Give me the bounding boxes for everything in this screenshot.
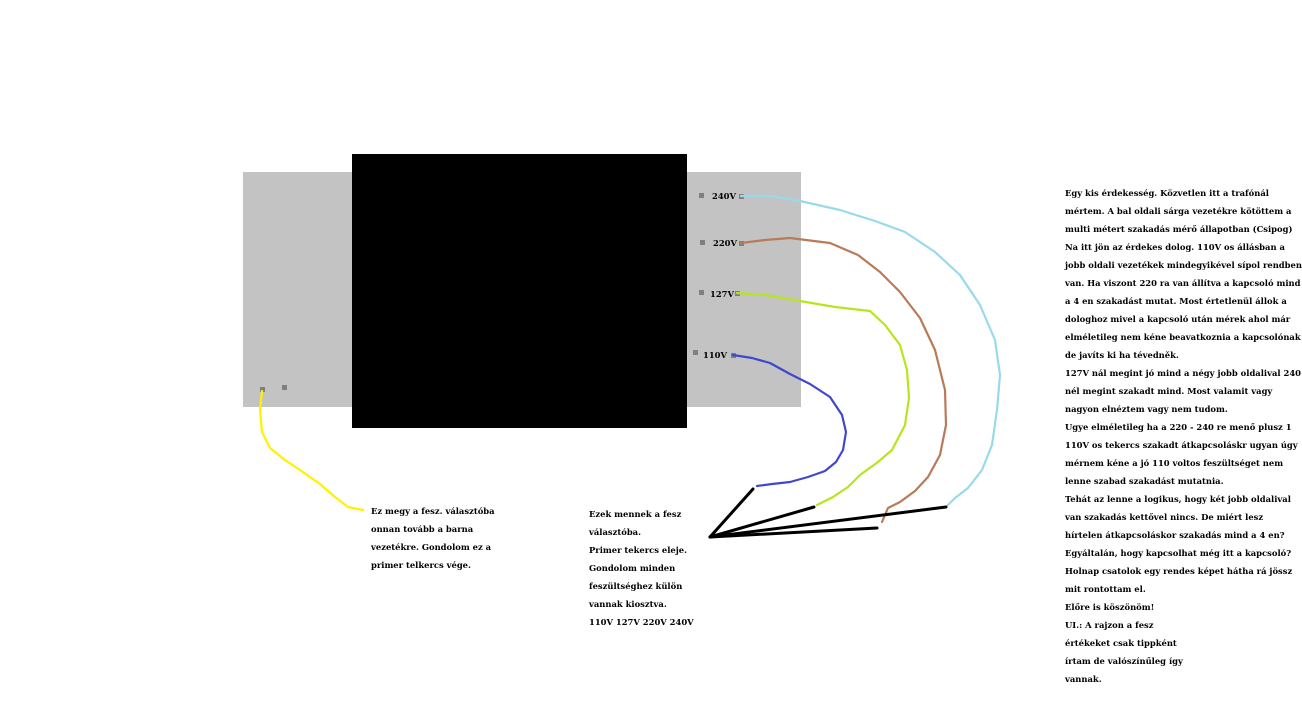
note-right-line: Na itt jön az érdekes dolog. 110V os áll… <box>1065 242 1285 252</box>
winding-block <box>352 154 687 428</box>
note-middle-line: Ezek mennek a fesz <box>589 509 682 519</box>
core-left <box>243 172 353 407</box>
note-middle: Ezek mennek a fesz választóba. Primer te… <box>589 505 694 631</box>
note-right-line: mit rontottam el. <box>1065 584 1146 594</box>
note-right-line: van szakadás kettővel nincs. De miért le… <box>1065 512 1264 522</box>
note-right-line: Egy kis érdekesség. Közvetlen itt a traf… <box>1065 188 1269 198</box>
note-right-line: a 4 en szakadást mutat. Most értetlenül … <box>1065 296 1287 306</box>
note-middle-line: vannak kiosztva. <box>589 599 667 609</box>
note-middle-line: választóba. <box>589 527 642 537</box>
note-right-line: Holnap csatolok egy rendes képet hátha r… <box>1065 566 1293 576</box>
note-right-line: lenne szabad szakadást mutatnia. <box>1065 476 1224 486</box>
note-right: Egy kis érdekesség. Közvetlen itt a traf… <box>1065 184 1302 688</box>
terminal-110-outer <box>693 350 698 355</box>
note-right-line: Előre is köszönöm! <box>1065 602 1155 612</box>
note-left: Ez megy a fesz. választóba onnan tovább … <box>371 502 495 574</box>
note-left-line: vezetékre. Gondolom ez a <box>371 542 492 552</box>
note-middle-line: feszültséghez külön <box>589 581 683 591</box>
black-lead-240 <box>708 505 948 539</box>
note-left-line: onnan tovább a barna <box>371 524 474 534</box>
note-right-line: 127V nál megint jó mind a négy jobb olda… <box>1065 368 1301 378</box>
note-right-line: elméletileg nem kéne beavatkoznia a kapc… <box>1065 332 1301 342</box>
black-leads <box>708 487 948 539</box>
note-right-line: dologhoz mivel a kapcsoló után mérek aho… <box>1065 314 1291 324</box>
note-right-line: UI.: A rajzon a fesz <box>1065 620 1154 630</box>
black-lead-110 <box>708 487 755 539</box>
note-right-line: Egyáltalán, hogy kapcsolhat még itt a ka… <box>1065 548 1292 558</box>
note-right-line: értékeket csak tippként <box>1065 638 1177 648</box>
note-right-line: Ugye elméletileg ha a 220 - 240 re menő … <box>1065 422 1292 432</box>
terminal-127-outer <box>699 290 704 295</box>
note-right-line: nagyon elnéztem vagy nem tudom. <box>1065 404 1228 414</box>
note-left-line: primer telkercs vége. <box>371 560 471 570</box>
tap-label-110v: 110V <box>703 350 727 360</box>
black-lead-220 <box>708 526 879 539</box>
note-left-line: Ez megy a fesz. választóba <box>371 506 495 516</box>
wire-110 <box>731 353 848 488</box>
note-right-line: Tehát az lenne a logikus, hogy két jobb … <box>1065 494 1291 504</box>
note-right-line: van. Ha viszont 220 ra van állítva a kap… <box>1065 278 1301 288</box>
note-right-line: multi métert szakadás mérő állapotban (C… <box>1065 224 1293 234</box>
note-right-line: mértem. A bal oldali sárga vezetékre köt… <box>1065 206 1292 216</box>
wire-yellow <box>258 389 365 512</box>
note-middle-line: 110V 127V 220V 240V <box>589 617 694 627</box>
note-right-line: írtam de valószínűleg így <box>1065 656 1183 666</box>
tap-label-127v: 127V <box>710 289 734 299</box>
terminal-220-outer <box>700 240 705 245</box>
core-right <box>686 172 801 407</box>
tap-label-220v: 220V <box>713 238 737 248</box>
black-lead-127 <box>708 505 816 539</box>
note-middle-line: Gondolom minden <box>589 563 676 573</box>
note-right-line: hírtelen átkapcsoláskor szakadás mind a … <box>1065 530 1285 540</box>
wire-240 <box>739 194 1002 508</box>
wire-220 <box>739 236 948 524</box>
note-middle-line: Primer tekercs eleje. <box>589 545 687 555</box>
note-right-line: de javíts ki ha tévedněk. <box>1065 350 1179 360</box>
note-right-line: mérnem kéne a jó 110 voltos feszültséget… <box>1065 458 1284 468</box>
tap-label-240v: 240V <box>712 191 736 201</box>
note-right-line: nél megint szakadt mind. Most valamit va… <box>1065 386 1273 396</box>
terminal-left-1 <box>260 387 265 392</box>
note-right-line: 110V os tekercs szakadt átkapcsoláskr ug… <box>1065 440 1298 450</box>
note-right-line: vannak. <box>1065 674 1102 684</box>
wire-127 <box>735 291 911 507</box>
terminal-left-2 <box>282 385 287 390</box>
note-right-line: jobb oldali vezetékek mindegyikével sípo… <box>1065 260 1302 270</box>
terminal-240-outer <box>699 193 704 198</box>
